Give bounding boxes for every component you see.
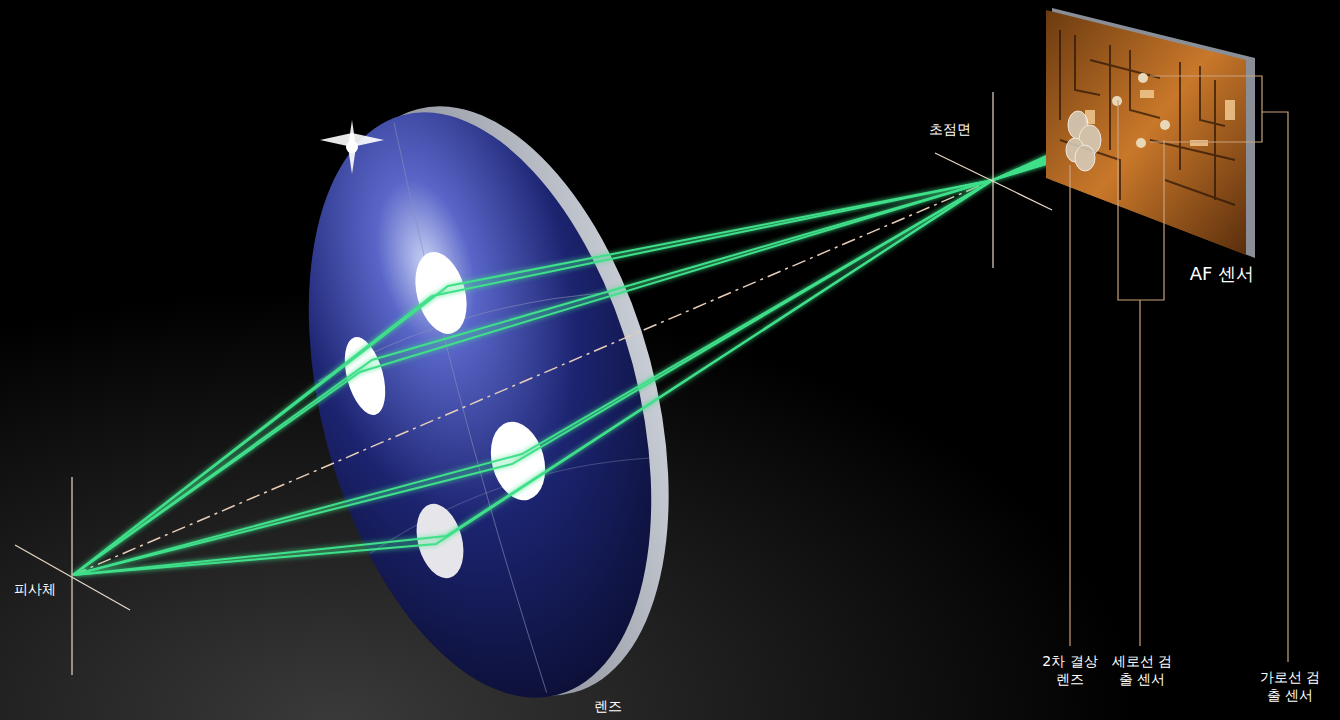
part-label: 가로선 검출 센서 — [1254, 668, 1326, 704]
crosshair — [15, 92, 1052, 675]
leader-line — [1070, 76, 1288, 662]
part-label: 2차 결상 렌즈 — [1034, 652, 1106, 688]
part-label: 세로선 검출 센서 — [1106, 652, 1178, 688]
plane-label: 초점면 — [929, 120, 971, 138]
sensor-label: AF 센서 — [1190, 262, 1254, 285]
lens-label: 렌즈 — [594, 697, 622, 715]
lens-disk — [249, 68, 728, 720]
af-sensor — [1046, 8, 1255, 258]
subject-label: 피사체 — [14, 580, 56, 598]
light-ray — [73, 140, 1088, 575]
